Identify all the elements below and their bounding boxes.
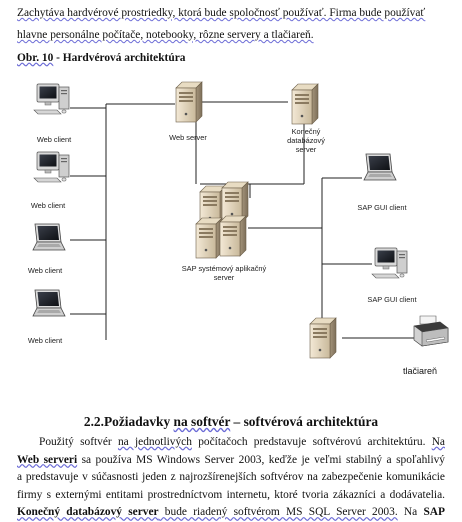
body-line-5-bold: Konečný databázový server bbox=[17, 506, 159, 519]
figure-number: Obr. 10 bbox=[17, 52, 54, 64]
body-line-4: firmy s externými entitami prostredníctv… bbox=[17, 488, 445, 501]
body-paragraph: Použitý softvér na jednotlivých počítačo… bbox=[17, 434, 445, 522]
sap-server-label-line-2: server bbox=[214, 273, 235, 282]
body-line-5-c: Na bbox=[397, 506, 424, 519]
body-line-1-d: Na bbox=[431, 436, 445, 448]
sap-gui-client-1-laptop-icon bbox=[363, 153, 397, 181]
section-heading: 2.2.Požiadavky na softvér – softvérová a… bbox=[0, 414, 462, 430]
body-line-2: Web serveri sa používa MS Windows Server… bbox=[17, 452, 445, 470]
printer-label: tlačiareň bbox=[403, 366, 437, 376]
figure-caption-separator: - bbox=[53, 52, 63, 64]
intro-line-1: Zachytáva hardvérové prostriedky, ktorá … bbox=[17, 7, 426, 19]
printer-icon bbox=[413, 315, 449, 347]
sap-gui-client-1-label: SAP GUI client bbox=[357, 203, 406, 212]
database-server-label-line-1: Konečný bbox=[292, 127, 321, 136]
body-line-1-a: Použitý softvér bbox=[39, 436, 118, 448]
figure-caption: Obr. 10 - Hardvérová architektúra bbox=[17, 52, 185, 64]
intro-paragraph: Zachytáva hardvérové prostriedky, ktorá … bbox=[17, 2, 447, 46]
sap-server-label-line-1: SAP systémový aplikačný bbox=[182, 264, 267, 273]
body-line-5-rest: bude riadený softvérom MS SQL Server 200… bbox=[158, 506, 398, 519]
hardware-architecture-diagram: Web client Web client Web client Web cli… bbox=[28, 81, 449, 376]
web-client-4-label: Web client bbox=[28, 336, 62, 345]
section-number: 2.2. bbox=[83, 414, 104, 429]
web-server-icon bbox=[175, 81, 203, 123]
print-server-icon bbox=[309, 317, 337, 359]
body-line-2-rest: sa používa MS Windows Server 2003, keďže… bbox=[77, 453, 446, 466]
body-line-1-c: počítačoch predstavuje softvérovú archit… bbox=[191, 436, 432, 448]
web-client-1-label: Web client bbox=[37, 135, 71, 144]
web-client-2-label: Web client bbox=[31, 201, 65, 210]
web-server-label: Web server bbox=[169, 133, 207, 142]
section-title-part-1: Požiadavky bbox=[103, 414, 174, 429]
section-title-part-2: na softvér bbox=[173, 414, 231, 429]
network-connection-lines bbox=[70, 101, 416, 340]
database-server-label-line-3: server bbox=[296, 145, 317, 154]
web-client-1-icon bbox=[33, 83, 70, 115]
web-client-2-icon bbox=[33, 151, 70, 183]
body-line-5: Konečný databázový server bude riadený s… bbox=[17, 504, 445, 522]
intro-line-2: hlavne personálne počítače, notebooky, r… bbox=[17, 29, 314, 41]
database-server-icon bbox=[291, 83, 319, 125]
body-line-1-b: na jednotlivých bbox=[117, 436, 192, 448]
body-line-1: Použitý softvér na jednotlivých počítačo… bbox=[17, 434, 445, 452]
web-client-4-laptop-icon bbox=[32, 289, 66, 317]
web-client-3-label: Web client bbox=[28, 266, 62, 275]
web-client-3-laptop-icon bbox=[32, 223, 66, 251]
database-server-label-line-2: databázový bbox=[287, 136, 325, 145]
sap-gui-client-2-label: SAP GUI client bbox=[367, 295, 416, 304]
body-line-2-bold: Web serveri bbox=[17, 453, 78, 466]
sap-gui-client-2-icon bbox=[371, 247, 408, 279]
body-line-3: a predstavuje v súčasnosti jeden z najro… bbox=[17, 471, 445, 484]
body-line-5-sap: SAP bbox=[423, 506, 445, 519]
sap-application-server-cluster-icon bbox=[195, 181, 249, 259]
figure-caption-text: Hardvérová architektúra bbox=[62, 52, 186, 64]
section-title-part-3: – softvérová architektúra bbox=[230, 414, 379, 429]
